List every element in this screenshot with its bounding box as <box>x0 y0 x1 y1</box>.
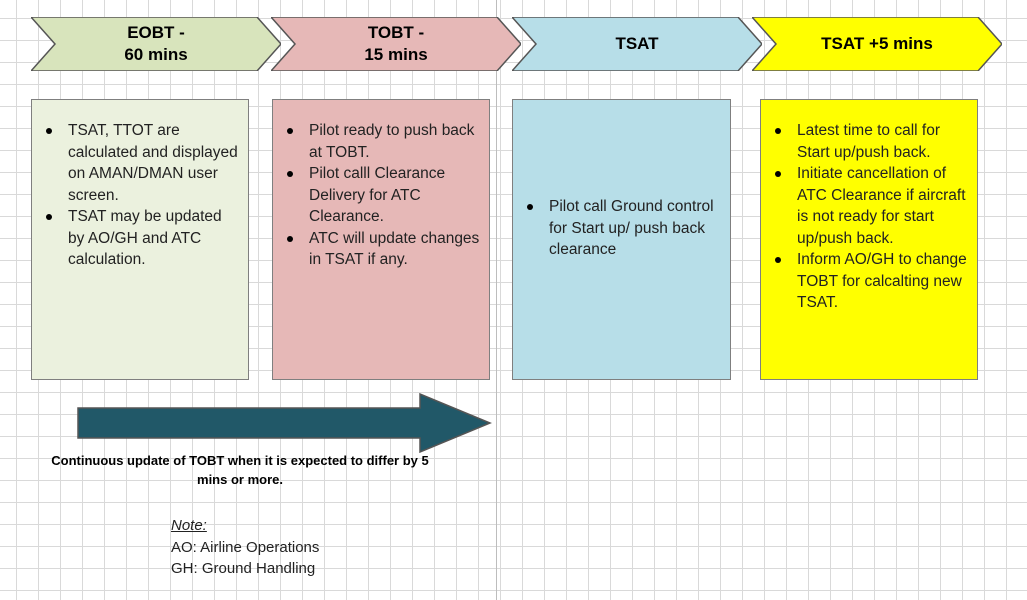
arrow-caption: Continuous update of TOBT when it is exp… <box>51 453 429 487</box>
bullet-item: Inform AO/GH to change TOBT for calcalti… <box>767 249 971 314</box>
bullet-item: ATC will update changes in TSAT if any. <box>279 228 483 271</box>
bullet-item: Latest time to call for Start up/push ba… <box>767 120 971 163</box>
stage-tsat-plus5-box: Latest time to call for Start up/push ba… <box>760 99 978 380</box>
stage-tobt-chevron: TOBT - 15 mins <box>271 17 521 71</box>
stage-eobt-chevron: EOBT - 60 mins <box>31 17 281 71</box>
stage-tsat-box: Pilot call Ground control for Start up/ … <box>512 99 731 380</box>
tobt-update-arrow <box>77 393 492 453</box>
note-line: GH: Ground Handling <box>171 560 316 577</box>
stage-label: TSAT +5 mins <box>821 34 933 53</box>
stage-tsat-plus5-chevron: TSAT +5 mins <box>752 17 1002 71</box>
bullet-item: Pilot ready to push back at TOBT. <box>279 120 483 163</box>
note-block: Note: AO: Airline Operations GH: Ground … <box>171 515 319 580</box>
note-line: AO: Airline Operations <box>171 538 320 556</box>
stage-tsat-chevron: TSAT <box>512 17 762 71</box>
bullet-item: Pilot call Ground control for Start up/ … <box>519 196 724 261</box>
stage-eobt-box: TSAT, TTOT are calculated and displayed … <box>31 99 249 380</box>
bullet-item: TSAT may be updated by AO/GH and ATC cal… <box>38 206 242 271</box>
divider-line <box>496 0 497 600</box>
stage-label: TSAT <box>615 34 659 53</box>
bullet-item: TSAT, TTOT are calculated and displayed … <box>38 120 242 206</box>
note-title: Note: <box>171 517 207 534</box>
stage-label: TOBT - 15 mins <box>364 23 428 64</box>
bullet-item: Pilot calll Clearance Delivery for ATC C… <box>279 163 483 228</box>
bullet-item: Initiate cancellation of ATC Clearance i… <box>767 163 971 249</box>
stage-label: EOBT - 60 mins <box>124 23 188 64</box>
stage-tobt-box: Pilot ready to push back at TOBT. Pilot … <box>272 99 490 380</box>
